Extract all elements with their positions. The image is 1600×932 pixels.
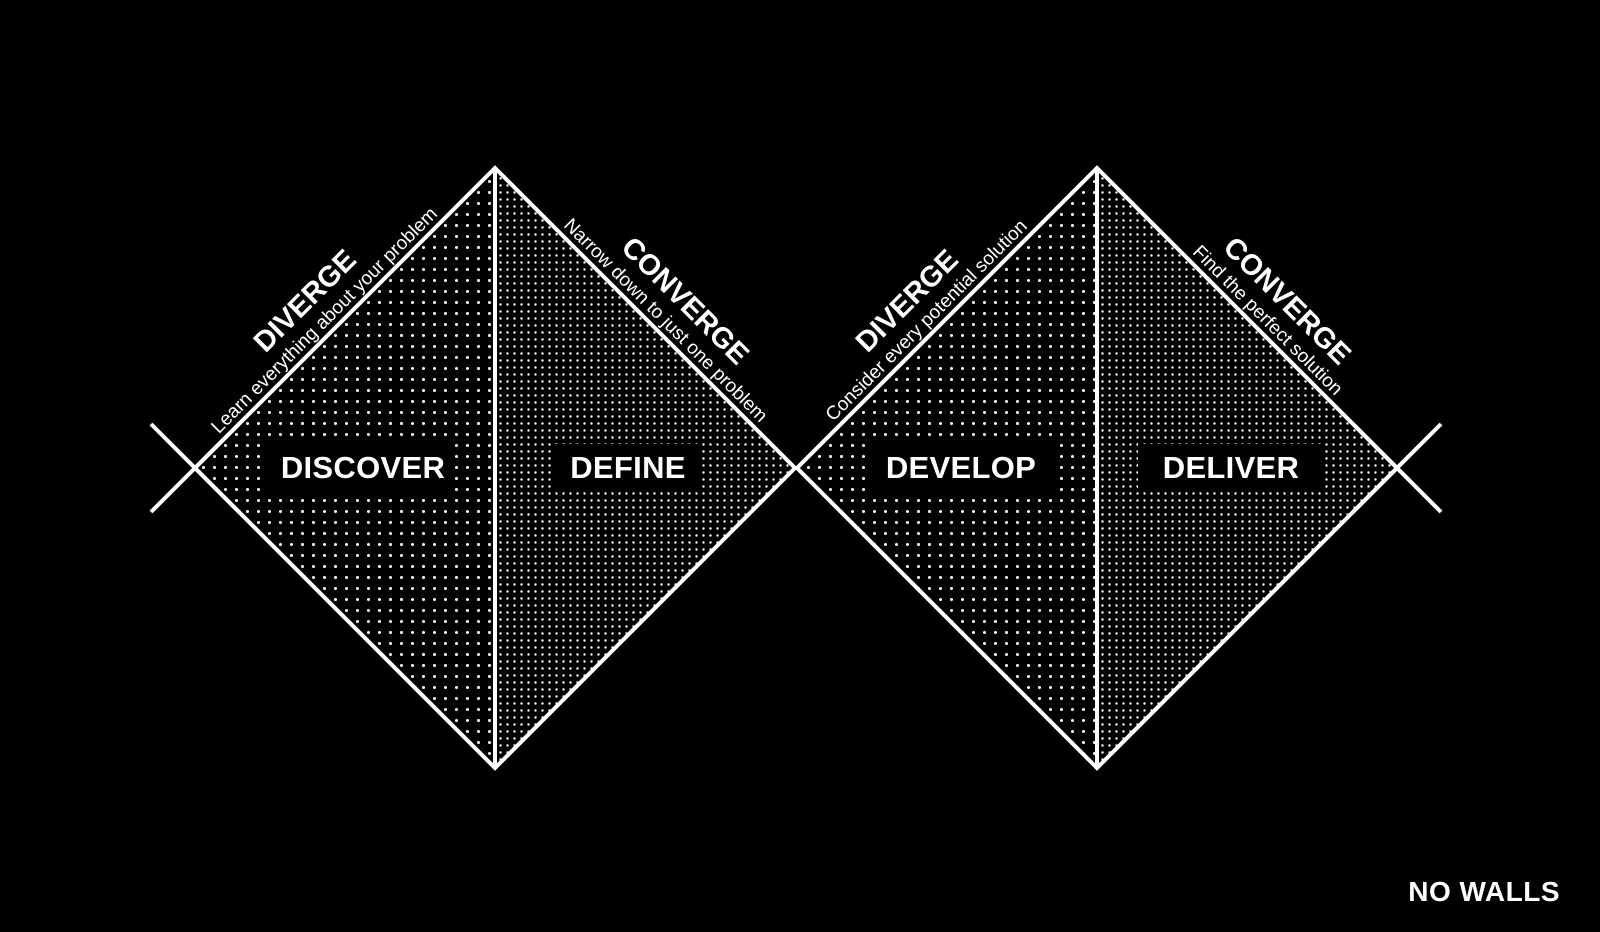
brand-logo: NO WALLS — [1408, 876, 1560, 907]
deliver-plaque — [1138, 444, 1324, 492]
define-plaque — [555, 444, 701, 492]
phase-label-develop: DEVELOP — [886, 450, 1036, 485]
phase-label-define: DEFINE — [570, 450, 685, 485]
discover-plaque — [268, 444, 452, 492]
develop-plaque — [867, 444, 1055, 492]
start-cross-up — [149, 422, 241, 514]
phase-label-discover: DISCOVER — [281, 450, 445, 485]
phase-label-deliver: DELIVER — [1163, 450, 1299, 485]
end-cross-up — [1351, 422, 1443, 514]
